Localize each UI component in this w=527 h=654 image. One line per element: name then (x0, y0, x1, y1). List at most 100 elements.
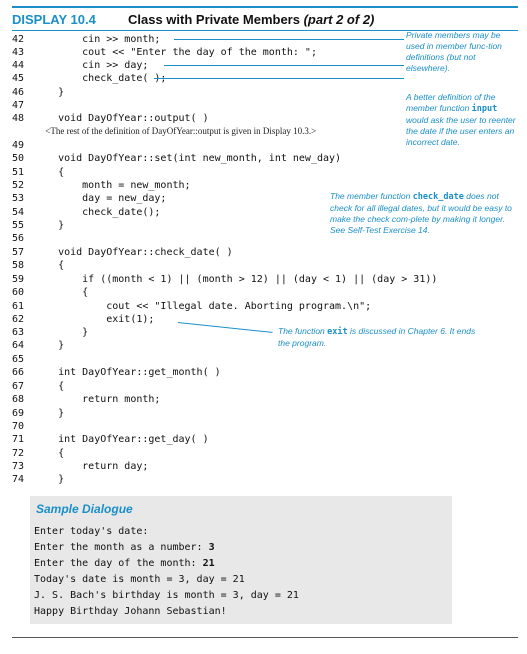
code-line: 66 int DayOfYear::get_month( ) (12, 366, 221, 379)
code-line: 70 (12, 420, 34, 433)
line-number: 56 (12, 233, 25, 244)
sample-line: Happy Birthday Johann Sebastian! (34, 606, 227, 617)
code-text: int DayOfYear::get_month( ) (34, 367, 221, 378)
line-number: 60 (12, 287, 25, 298)
line-number: 68 (12, 394, 25, 405)
sample-line-text: Enter today's date: (34, 526, 149, 537)
code-text: } (34, 340, 65, 351)
line-number: 73 (12, 461, 25, 472)
code-line: 73 return day; (12, 460, 148, 473)
line-number: 71 (12, 434, 25, 445)
display-subtitle: (part 2 of 2) (303, 12, 375, 27)
code-text: { (34, 260, 65, 271)
code-line: 58 { (12, 259, 64, 272)
code-text: void DayOfYear::check_date( ) (34, 247, 233, 258)
code-text: { (34, 167, 65, 178)
code-text: { (34, 287, 89, 298)
line-number: 72 (12, 448, 25, 459)
code-line: 74 } (12, 473, 64, 486)
display-header: DISPLAY 10.4 Class with Private Members … (12, 6, 518, 31)
bottom-rule (12, 637, 518, 638)
code-text: } (34, 408, 65, 419)
line-number: 65 (12, 354, 25, 365)
code-line: 68 return month; (12, 393, 160, 406)
code-text: exit(1); (34, 314, 155, 325)
code-line: 60 { (12, 286, 88, 299)
code-line: 47 (12, 99, 34, 112)
code-text: return day; (34, 461, 149, 472)
sample-line: J. S. Bach's birthday is month = 3, day … (34, 590, 299, 601)
sample-line: Enter the month as a number: 3 (34, 542, 215, 553)
annotation-private-members: Private members may be used in member fu… (406, 30, 502, 73)
sample-dialogue-box: Sample Dialogue Enter today's date: Enter… (30, 496, 452, 624)
sample-user-input: 21 (202, 558, 215, 569)
line-number: 54 (12, 207, 25, 218)
code-text: } (34, 474, 65, 485)
line-number: 50 (12, 153, 25, 164)
line-number: 55 (12, 220, 25, 231)
sample-user-input: 3 (208, 542, 215, 553)
line-number: 51 (12, 167, 25, 178)
code-line: 46 } (12, 86, 64, 99)
code-text: check_date(); (34, 207, 161, 218)
code-line: 49 (12, 139, 34, 152)
line-number: 61 (12, 301, 25, 312)
code-line: 63 } (12, 326, 88, 339)
line-number: 63 (12, 327, 25, 338)
code-line: 71 int DayOfYear::get_day( ) (12, 433, 209, 446)
code-text: day = new_day; (34, 193, 167, 204)
sample-line: Enter today's date: (34, 526, 148, 537)
line-number: 59 (12, 274, 25, 285)
code-text: cout << "Illegal date. Aborting program.… (34, 301, 372, 312)
line-number: 47 (12, 100, 25, 111)
code-text: { (34, 381, 65, 392)
code-line: 52 month = new_month; (12, 179, 191, 192)
sample-line-text: Enter the day of the month: (34, 558, 203, 569)
code-line: 54 check_date(); (12, 206, 160, 219)
code-text: int DayOfYear::get_day( ) (34, 434, 209, 445)
code-line: 42 cin >> month; (12, 33, 160, 46)
sample-line: Enter the day of the month: 21 (34, 558, 215, 569)
sample-line-text: Happy Birthday Johann Sebastian! (34, 606, 227, 617)
code-line: 64 } (12, 339, 64, 352)
sample-line-text: Today's date is month = 3, day = 21 (34, 574, 245, 585)
code-line: 53 day = new_day; (12, 192, 166, 205)
code-text: void DayOfYear::output( ) (34, 113, 209, 124)
display-title: Class with Private Members (part 2 of 2) (128, 12, 374, 27)
line-number: 57 (12, 247, 25, 258)
code-line: 72 { (12, 447, 64, 460)
line-number: 58 (12, 260, 25, 271)
code-text: } (34, 87, 65, 98)
sample-line-text: Enter the month as a number: (34, 542, 209, 553)
line-number: 67 (12, 381, 25, 392)
sample-dialogue-title: Sample Dialogue (36, 502, 133, 516)
code-line: 50 void DayOfYear::set(int new_month, in… (12, 152, 341, 165)
display-title-text: Class with Private Members (128, 12, 300, 27)
display-label: DISPLAY 10.4 (12, 12, 96, 27)
line-number: 49 (12, 140, 25, 151)
arrow-exit (177, 322, 273, 333)
code-text: return month; (34, 394, 161, 405)
annotation-better-input: A better definition of the member functi… (406, 92, 516, 147)
code-line: 45 check_date( ); (12, 72, 166, 85)
code-text: { (34, 448, 65, 459)
line-number: 53 (12, 193, 25, 204)
code-text: cin >> month; (34, 34, 161, 45)
line-number: 46 (12, 87, 25, 98)
line-number: 52 (12, 180, 25, 191)
line-number: 74 (12, 474, 25, 485)
annotation-check-date: The member function check_date does not … (330, 191, 512, 235)
code-line: 62 exit(1); (12, 313, 154, 326)
line-number: 42 (12, 34, 25, 45)
sample-line-text: J. S. Bach's birthday is month = 3, day … (34, 590, 299, 601)
code-text: } (34, 220, 65, 231)
code-line: 55 } (12, 219, 64, 232)
code-line: 67 { (12, 380, 64, 393)
line-number: 66 (12, 367, 25, 378)
code-line: 56 (12, 232, 34, 245)
line-number: 44 (12, 60, 25, 71)
code-line: 51 { (12, 166, 64, 179)
code-text: if ((month < 1) || (month > 12) || (day … (34, 274, 438, 285)
line-number: 64 (12, 340, 25, 351)
code-line: <The rest of the definition of DayOfYear… (12, 125, 316, 138)
